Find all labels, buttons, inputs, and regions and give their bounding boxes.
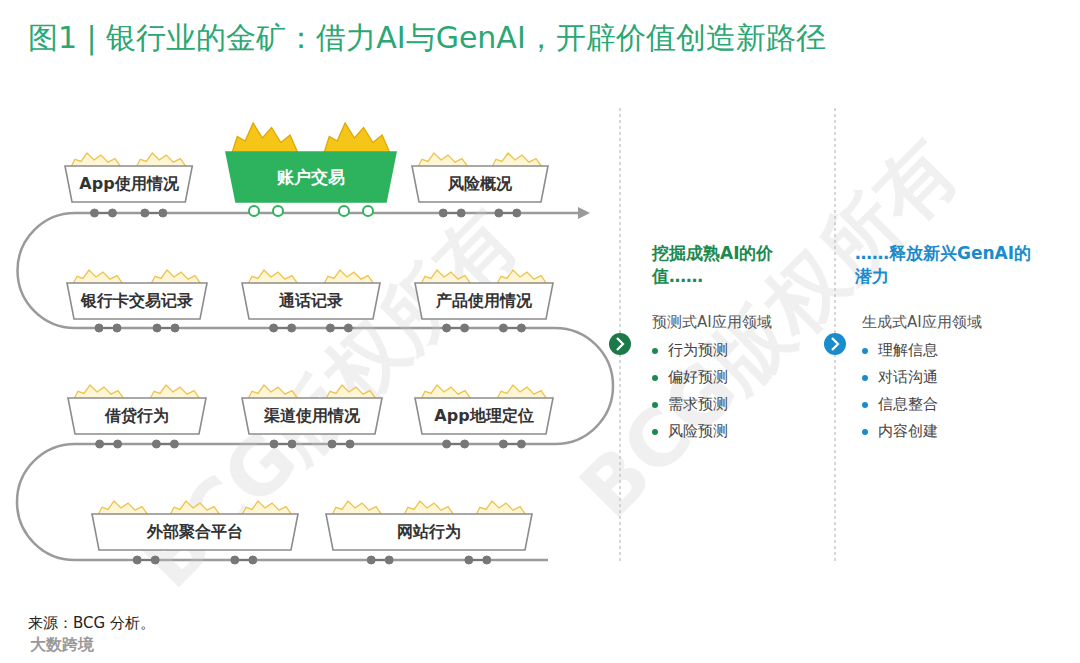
cart-label: App使用情况 xyxy=(79,174,178,195)
source-caption: 来源：BCG 分析。 xyxy=(28,614,155,633)
cart-label: 渠道使用情况 xyxy=(264,406,360,427)
mine-cart: 借贷行为 xyxy=(68,398,206,434)
bullet-item: 对话沟通 xyxy=(862,367,1028,387)
mine-cart: 渠道使用情况 xyxy=(242,398,382,434)
chevron-icon xyxy=(824,333,846,355)
cart-label: 风险概况 xyxy=(448,174,512,195)
column-heading: ……释放新兴GenAI的潜力 xyxy=(855,242,1040,288)
cart-label: 账户交易 xyxy=(277,166,345,189)
mine-cart: 银行卡交易记录 xyxy=(67,283,207,319)
rail-track xyxy=(17,213,613,560)
cart-label: App地理定位 xyxy=(434,406,533,427)
logo-text: 大数跨境 xyxy=(30,634,150,656)
mine-cart: 产品使用情况 xyxy=(415,283,553,319)
column-heading: 挖掘成熟AI的价值…… xyxy=(652,242,792,288)
bullet-item: 偏好预测 xyxy=(652,367,818,387)
mine-cart: 风险概况 xyxy=(412,166,548,202)
mine-cart: 网站行为 xyxy=(326,514,532,550)
sub-heading: 生成式AI应用领域 xyxy=(862,312,1032,332)
bullet-item: 内容创建 xyxy=(862,421,1028,441)
figure-title: 图1 | 银行业的金矿：借力AI与GenAI，开辟价值创造新路径 xyxy=(28,18,826,59)
mine-cart: 外部聚合平台 xyxy=(92,514,298,550)
track-arrowhead xyxy=(578,207,590,219)
bullet-item: 风险预测 xyxy=(652,421,818,441)
bullet-item: 行为预测 xyxy=(652,340,818,360)
cart-label: 借贷行为 xyxy=(105,406,169,427)
bullet-item: 信息整合 xyxy=(862,394,1028,414)
mine-cart: App地理定位 xyxy=(415,398,553,434)
mine-cart: App使用情况 xyxy=(65,166,192,202)
cart-label: 通话记录 xyxy=(279,291,343,312)
sub-heading: 预测式AI应用领域 xyxy=(652,312,822,332)
bullet-item: 需求预测 xyxy=(652,394,818,414)
bullet-item: 理解信息 xyxy=(862,340,1028,360)
mine-cart: 通话记录 xyxy=(242,283,380,319)
cart-label: 网站行为 xyxy=(397,522,461,543)
cart-label: 产品使用情况 xyxy=(436,291,532,312)
mine-cart: 账户交易 xyxy=(226,152,396,202)
cart-label: 银行卡交易记录 xyxy=(81,291,193,312)
cart-label: 外部聚合平台 xyxy=(147,522,243,543)
chevron-icon xyxy=(609,333,631,355)
